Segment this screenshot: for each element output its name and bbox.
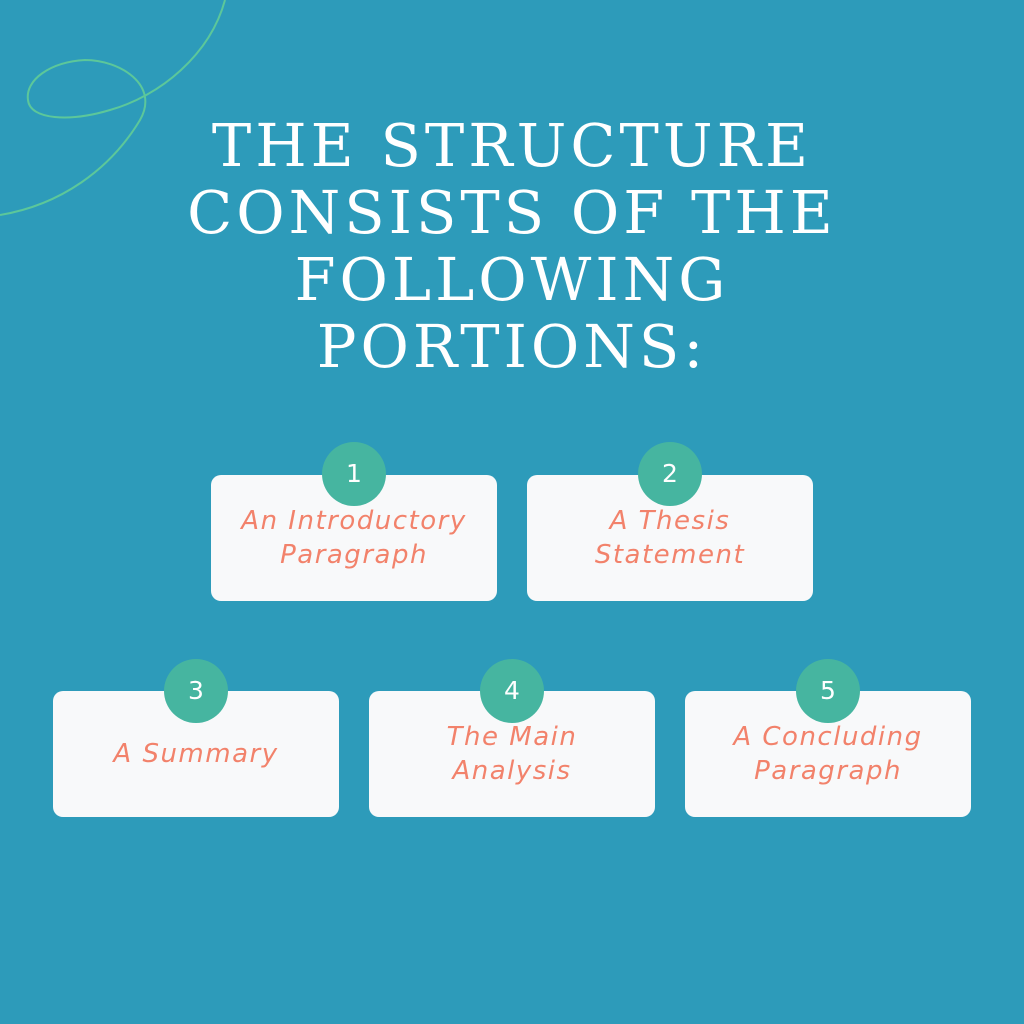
step-label: A Concluding Paragraph: [733, 722, 923, 786]
step-number-badge: 3: [164, 659, 228, 723]
step-label: The Main Analysis: [446, 722, 578, 786]
step-label: A Thesis Statement: [594, 506, 746, 570]
step-label: A Summary: [113, 739, 279, 769]
page-title: The structure consists of the following …: [187, 111, 837, 381]
step-number-badge: 5: [796, 659, 860, 723]
step-card-5: A Concluding Paragraph: [685, 691, 971, 817]
step-label: An Introductory Paragraph: [241, 506, 467, 570]
step-number-badge: 1: [322, 442, 386, 506]
step-number-badge: 4: [480, 659, 544, 723]
step-number-badge: 2: [638, 442, 702, 506]
